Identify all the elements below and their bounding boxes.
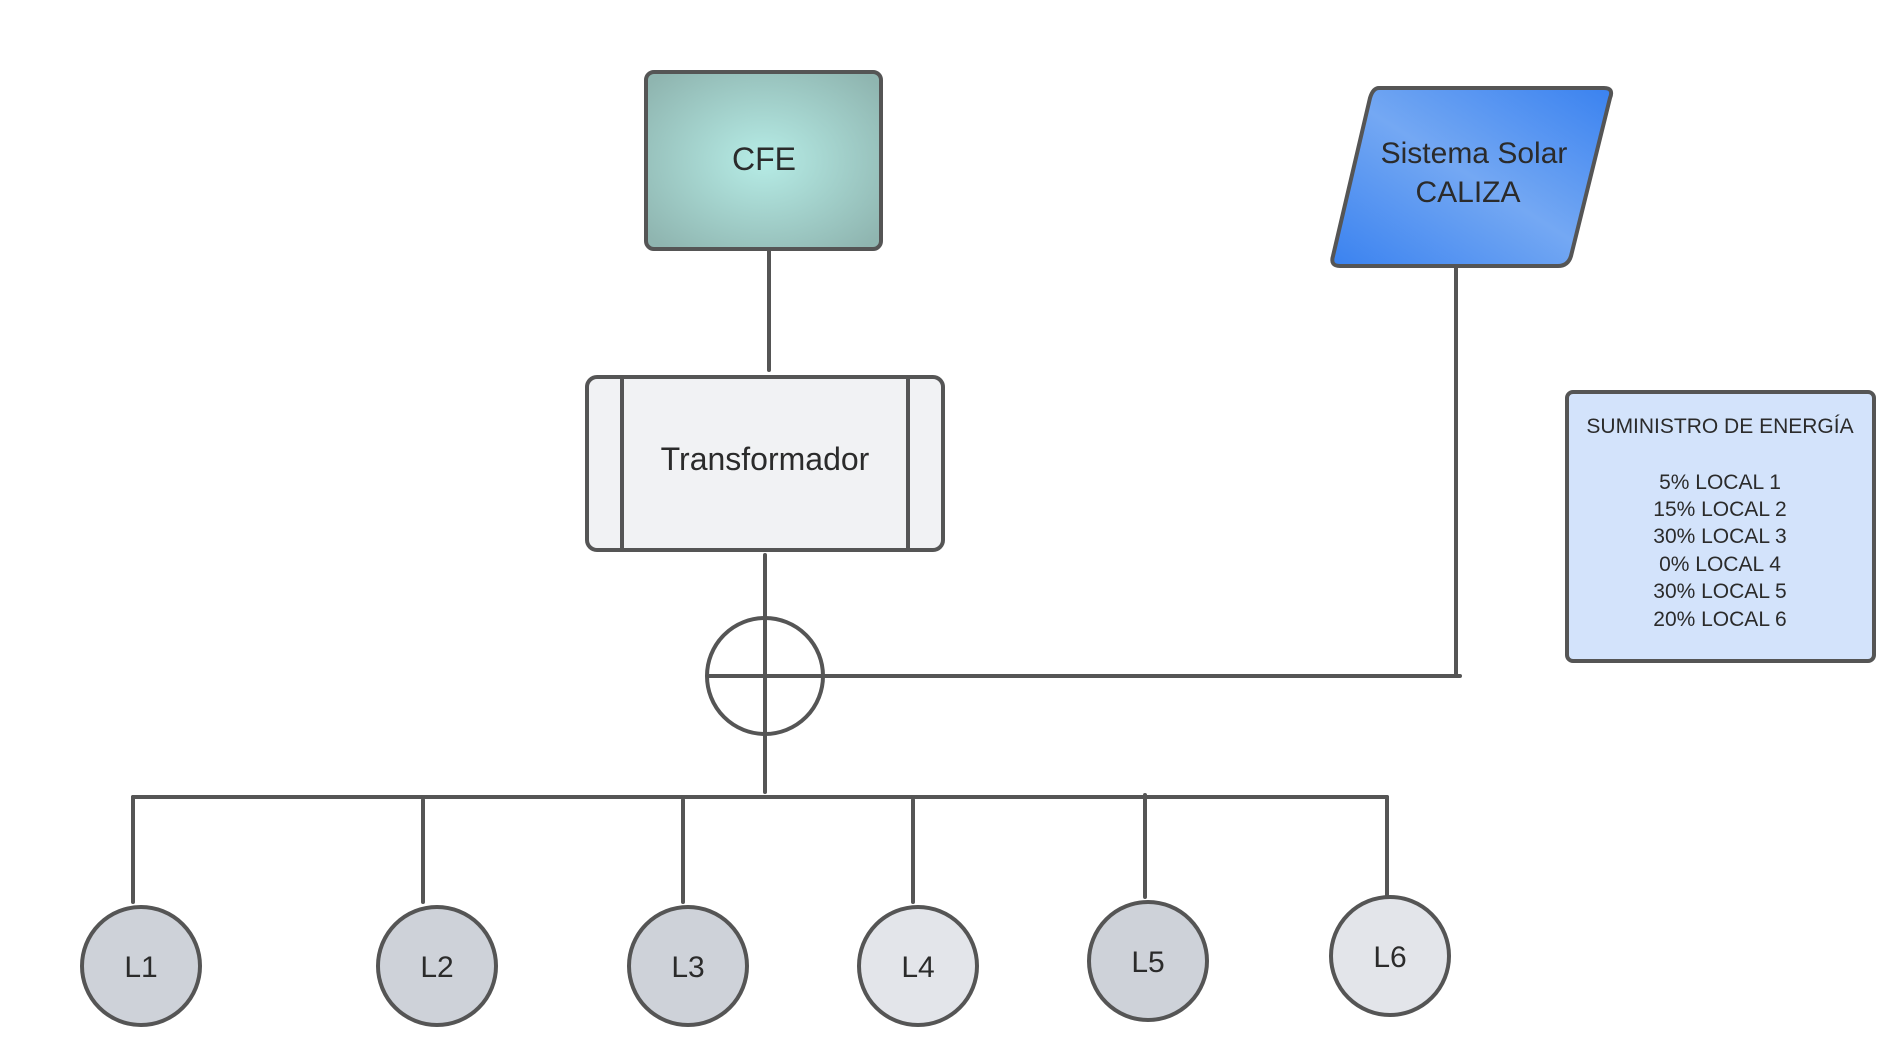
note-title: SUMINISTRO DE ENERGÍA — [1586, 415, 1853, 438]
note-line-6: 20% LOCAL 6 — [1653, 608, 1786, 631]
load-l2[interactable]: L2 — [376, 905, 498, 1027]
load-l5-label: L5 — [1131, 946, 1164, 979]
load-l3-label: L3 — [671, 951, 704, 984]
solar-label-line2: CALIZA — [1415, 176, 1520, 209]
load-l2-label: L2 — [420, 951, 453, 984]
transformer-node[interactable]: Transformador — [585, 375, 945, 552]
load-l1[interactable]: L1 — [80, 905, 202, 1027]
load-l6[interactable]: L6 — [1329, 895, 1451, 1017]
note-line-4: 0% LOCAL 4 — [1659, 553, 1781, 576]
load-l6-label: L6 — [1373, 941, 1406, 974]
note-line-1: 5% LOCAL 1 — [1659, 471, 1781, 494]
note-line-5: 30% LOCAL 5 — [1653, 580, 1786, 603]
solar-label-line1: Sistema Solar — [1381, 137, 1568, 170]
load-l4-label: L4 — [901, 951, 934, 984]
load-l3[interactable]: L3 — [627, 905, 749, 1027]
solar-system-node[interactable]: Sistema Solar CALIZA — [1330, 86, 1614, 268]
energy-supply-note: SUMINISTRO DE ENERGÍA 5% LOCAL 1 15% LOC… — [1565, 390, 1876, 663]
connectors — [131, 248, 1462, 904]
load-l4[interactable]: L4 — [857, 905, 979, 1027]
cfe-label: CFE — [732, 141, 796, 177]
load-l1-label: L1 — [124, 951, 157, 984]
summing-junction[interactable] — [705, 616, 825, 736]
note-line-3: 30% LOCAL 3 — [1653, 525, 1786, 548]
cfe-node[interactable]: CFE — [644, 70, 883, 251]
load-l5[interactable]: L5 — [1087, 900, 1209, 1022]
note-line-2: 15% LOCAL 2 — [1653, 498, 1786, 521]
transformer-label: Transformador — [661, 441, 870, 477]
